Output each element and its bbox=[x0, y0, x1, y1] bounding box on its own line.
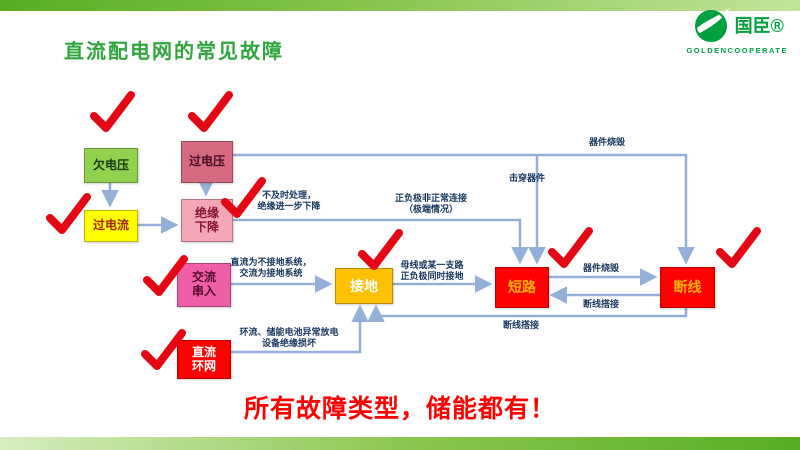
logo-subtitle-text: GOLDENCOOPERATE bbox=[686, 46, 788, 55]
checkmark-icon bbox=[90, 91, 135, 132]
node-ac-intrusion: 交流 串入 bbox=[177, 263, 231, 307]
edge-label-broken-wire-lap-bottom: 断线搭接 bbox=[502, 320, 540, 330]
edge-label-dc-ungrounded-system: 直流为不接地系统， 交流为接地系统 bbox=[230, 257, 312, 279]
checkmark-icon bbox=[716, 227, 761, 268]
page-title: 直流配电网的常见故障 bbox=[64, 41, 284, 63]
edge-label-ring-discharge: 环流、储能电池异常放电 设备绝缘损坏 bbox=[239, 327, 339, 349]
logo-row: 国臣® bbox=[686, 5, 788, 45]
checkmark-icon bbox=[143, 255, 188, 296]
checkmark-icon bbox=[358, 229, 403, 270]
edge-label-broken-wire-lap-right: 断线搭接 bbox=[582, 299, 620, 309]
node-grounding: 接地 bbox=[335, 268, 393, 304]
bottom-accent-bar bbox=[0, 437, 800, 450]
top-accent-bar bbox=[0, 0, 800, 11]
checkmark-icon bbox=[141, 329, 186, 370]
node-insulation-decline: 绝缘 下降 bbox=[181, 199, 233, 242]
node-short-circuit: 短路 bbox=[495, 267, 549, 308]
checkmark-icon bbox=[46, 193, 91, 234]
logo-brand-text: 国臣® bbox=[734, 16, 784, 36]
checkmark-icon bbox=[221, 177, 266, 218]
edge-label-device-burnout-top: 器件烧毁 bbox=[588, 137, 626, 147]
bottom-caption: 所有故障类型，储能都有！ bbox=[243, 395, 557, 423]
edge-label-device-burnout-mid: 器件烧毁 bbox=[582, 263, 620, 273]
edge-label-bus-grounded: 母线或某一支路 正负极同时接地 bbox=[400, 260, 464, 282]
edge-label-device-breakdown: 击穿器件 bbox=[508, 173, 546, 183]
node-dc-ring-network: 直流 环网 bbox=[177, 340, 231, 379]
node-undervoltage: 欠电压 bbox=[84, 148, 138, 183]
node-overcurrent: 过电流 bbox=[84, 210, 138, 242]
node-line-break: 断线 bbox=[660, 267, 715, 308]
node-overvoltage: 过电压 bbox=[181, 141, 233, 183]
checkmark-icon bbox=[548, 227, 593, 268]
checkmark-icon bbox=[188, 91, 233, 132]
goldencooperate-logo-icon bbox=[694, 8, 730, 42]
company-logo: 国臣® GOLDENCOOPERATE bbox=[686, 5, 788, 55]
edge-label-abnormal-connection: 正负极非正常连接 （极端情况） bbox=[394, 193, 468, 215]
edge-label-untimely-handling: 不及时处理， 绝缘进一步下降 bbox=[257, 190, 321, 212]
